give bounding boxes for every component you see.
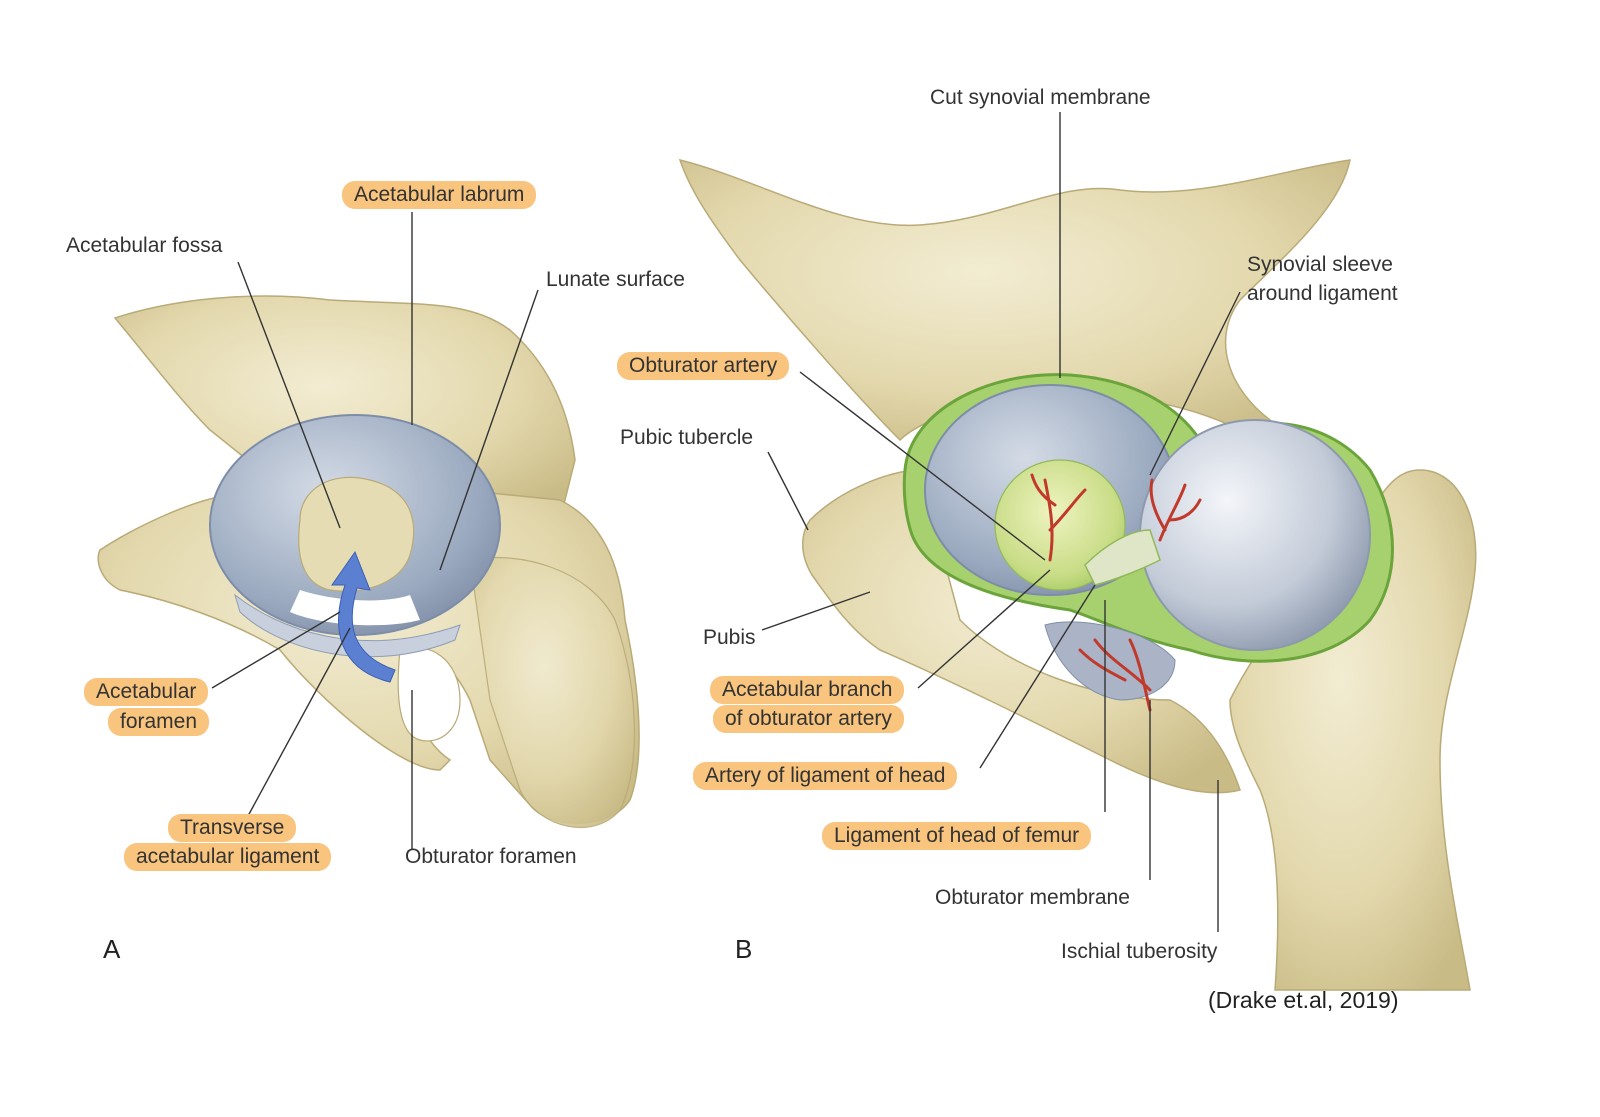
ligament-of-head-shape — [1084, 529, 1161, 586]
label-ligament-of-head: Ligament of head of femur — [822, 822, 1092, 850]
leader-lines — [211, 112, 1241, 932]
label-acetabular-labrum: Acetabular labrum — [342, 181, 537, 209]
label-cut-synovial-membrane: Cut synovial membrane — [930, 86, 1151, 109]
label-lunate-surface: Lunate surface — [546, 268, 685, 291]
label-acetabular-foramen-line2: foramen — [108, 708, 210, 736]
citation: (Drake et.al, 2019) — [1208, 987, 1399, 1013]
label-obturator-artery: Obturator artery — [617, 352, 790, 380]
label-obturator-membrane: Obturator membrane — [935, 886, 1130, 909]
label-transverse-line2: acetabular ligament — [124, 843, 332, 871]
hip-bone-b — [802, 469, 1241, 794]
label-acetabular-branch-line1: Acetabular branch — [710, 676, 905, 704]
label-obturator-foramen: Obturator foramen — [405, 845, 577, 868]
ischium-bone-a — [469, 556, 636, 828]
femoral-head — [1139, 419, 1371, 651]
label-ischial-tuberosity: Ischial tuberosity — [1061, 940, 1218, 963]
ilium-bone-b — [678, 158, 1351, 442]
label-acetabular-foramen-line1: Acetabular — [84, 678, 209, 706]
acetabular-fossa-area — [298, 476, 415, 592]
label-synovial-sleeve-line2: around ligament — [1247, 282, 1398, 305]
panel-a-illustration — [97, 295, 640, 828]
panel-b-illustration — [678, 158, 1477, 991]
label-pubic-tubercle: Pubic tubercle — [620, 426, 754, 449]
acetabular-notch — [290, 590, 420, 626]
label-acetabular-fossa: Acetabular fossa — [66, 234, 223, 257]
label-pubis: Pubis — [703, 626, 756, 649]
label-transverse-line1: Transverse — [168, 814, 297, 842]
label-acetabular-branch-line2: of obturator artery — [713, 705, 904, 733]
panel-letter-b: B — [735, 934, 753, 964]
panel-letter-a: A — [103, 934, 121, 964]
label-synovial-sleeve-line1: Synovial sleeve — [1247, 253, 1393, 276]
obturator-foramen-hole — [397, 646, 461, 742]
label-artery-of-ligament: Artery of ligament of head — [693, 762, 958, 790]
flow-arrow-icon — [331, 550, 396, 683]
arteries — [1030, 473, 1202, 712]
